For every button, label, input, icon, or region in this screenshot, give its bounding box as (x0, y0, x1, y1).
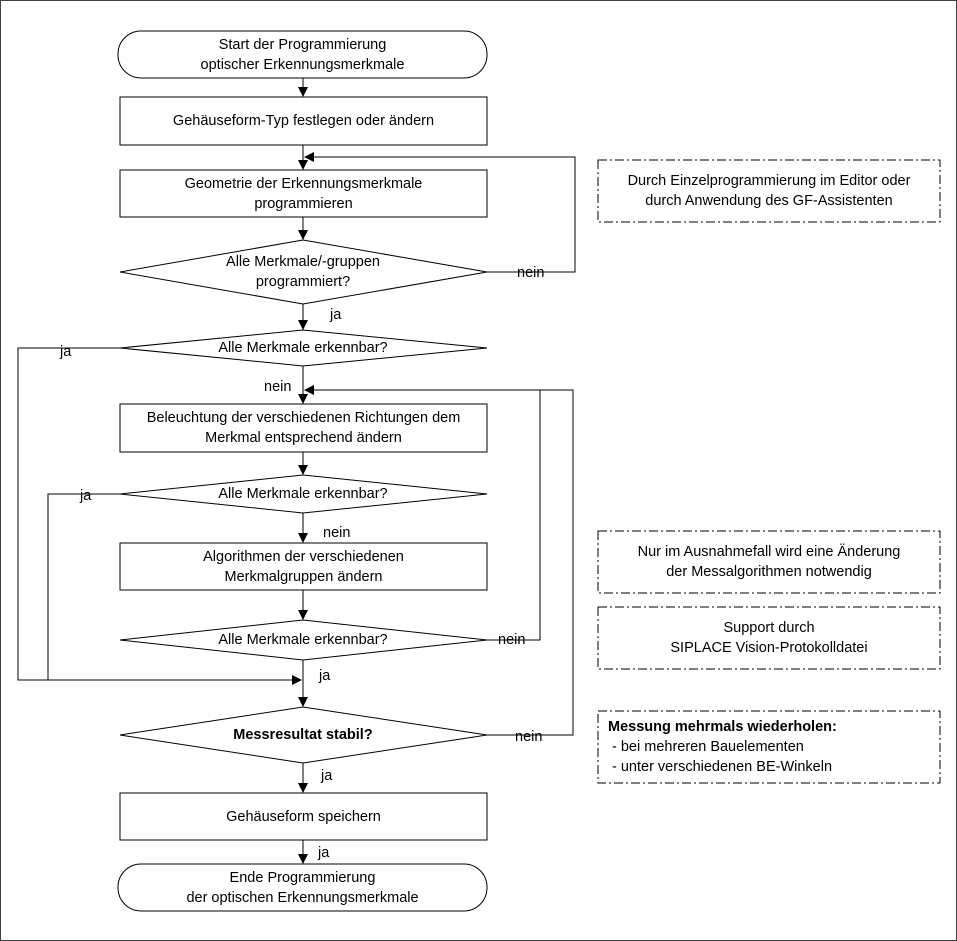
gehaeuse-typ-step: Gehäuseform-Typ festlegen oder ändern (120, 97, 487, 145)
note-editor-frame (597, 159, 941, 223)
bypass-erkennbar1-ja (17, 347, 302, 685)
decision-programmiert: Alle Merkmale/-gruppen programmiert? (180, 250, 426, 294)
decision-erkennbar-2-text: Alle Merkmale erkennbar? (218, 486, 388, 502)
label-nein-stabil: nein (515, 729, 543, 745)
decision-erkennbar-2-shape (119, 474, 488, 514)
geometrie-line-1: Geometrie der Erkennungsmerkmale (184, 175, 423, 192)
label-ja-speichern: ja (318, 845, 330, 861)
geometrie-line-2: programmieren (254, 195, 353, 212)
beleuchtung-step: Beleuchtung der verschiedenen Richtungen… (120, 404, 487, 452)
beleuchtung-line-2: Merkmal entsprechend ändern (205, 430, 402, 446)
note-ausnahme-line-2: der Messalgorithmen notwendig (666, 564, 872, 580)
loop-programmiert-nein (304, 152, 576, 273)
end-terminal-shape (117, 863, 488, 912)
label-nein-programmiert: nein (517, 265, 545, 281)
decision-stabil-text: Messresultat stabil? (233, 727, 373, 743)
note-messung-item-1: - bei mehreren Bauelementen (612, 739, 804, 755)
start-line-2: optischer Erkennungsmerkmale (200, 56, 405, 73)
bypass-erkennbar2-ja (47, 493, 120, 680)
label-nein-erkennbar-2: nein (323, 525, 351, 541)
label-ja-programmiert: ja (330, 307, 342, 323)
decision-erkennbar-3-text: Alle Merkmale erkennbar? (218, 632, 388, 648)
note-support-line-2: SIPLACE Vision-Protokolldatei (670, 640, 868, 656)
algorithmen-line-1: Algorithmen der verschiedenen (203, 548, 404, 565)
note-ausnahme-line-1: Nur im Ausnahmefall wird eine Änderung (637, 544, 901, 560)
label-nein-erkennbar-3: nein (498, 632, 526, 648)
note-ausnahme-frame (597, 530, 941, 594)
decision-erkennbar-1-text: Alle Merkmale erkennbar? (218, 340, 388, 356)
decision-programmiert-line-2: programmiert? (255, 274, 351, 290)
algorithmen-step: Algorithmen der verschiedenen Merkmalgru… (120, 543, 487, 590)
note-support: Support durch SIPLACE Vision-Protokollda… (598, 607, 940, 669)
decision-erkennbar-3: Alle Merkmale erkennbar? (180, 629, 426, 651)
start-line-1: Start der Programmierung (218, 36, 387, 53)
decision-programmiert-line-1: Alle Merkmale/-gruppen (226, 254, 380, 270)
end-terminal: Ende Programmierung der optischen Erkenn… (118, 864, 487, 911)
speichern-step: Gehäuseform speichern (120, 793, 487, 840)
ende-line-2: der optischen Erkennungsmerkmale (186, 889, 419, 906)
note-support-line-1: Support durch (723, 620, 815, 636)
decision-erkennbar-1: Alle Merkmale erkennbar? (180, 337, 426, 359)
note-editor-line-1: Durch Einzelprogrammierung im Editor ode… (627, 173, 911, 189)
gehaeuse-typ-text: Gehäuseform-Typ festlegen oder ändern (172, 113, 435, 129)
decision-stabil: Messresultat stabil? (180, 724, 426, 746)
start-terminal: Start der Programmierung optischer Erken… (118, 31, 487, 78)
loop-erkennbar3-nein (487, 390, 541, 641)
geometrie-step: Geometrie der Erkennungsmerkmale program… (120, 170, 487, 217)
note-editor: Durch Einzelprogrammierung im Editor ode… (598, 160, 940, 222)
note-support-frame (597, 606, 941, 670)
decision-erkennbar-2: Alle Merkmale erkennbar? (180, 483, 426, 505)
label-ja-erkennbar-3: ja (319, 668, 331, 684)
note-messung-frame (597, 710, 941, 784)
algorithmen-line-2: Merkmalgruppen ändern (224, 568, 383, 585)
label-ja-erkennbar-2: ja (80, 488, 92, 504)
speichern-text: Gehäuseform speichern (226, 808, 381, 825)
note-ausnahme: Nur im Ausnahmefall wird eine Änderung d… (598, 531, 940, 593)
label-nein-erkennbar-1: nein (264, 379, 292, 395)
label-ja-stabil: ja (321, 768, 333, 784)
note-messung: Messung mehrmals wiederholen: - bei mehr… (598, 711, 940, 783)
label-ja-erkennbar-1: ja (60, 344, 72, 360)
loop-stabil-nein (304, 385, 574, 736)
beleuchtung-line-1: Beleuchtung der verschiedenen Richtungen… (146, 410, 461, 426)
ende-line-1: Ende Programmierung (229, 869, 376, 886)
note-messung-item-2: - unter verschiedenen BE-Winkeln (612, 759, 833, 775)
note-editor-line-2: durch Anwendung des GF-Assistenten (645, 193, 893, 209)
decision-erkennbar-1-shape (119, 329, 488, 367)
note-messung-title: Messung mehrmals wiederholen: (608, 719, 837, 735)
